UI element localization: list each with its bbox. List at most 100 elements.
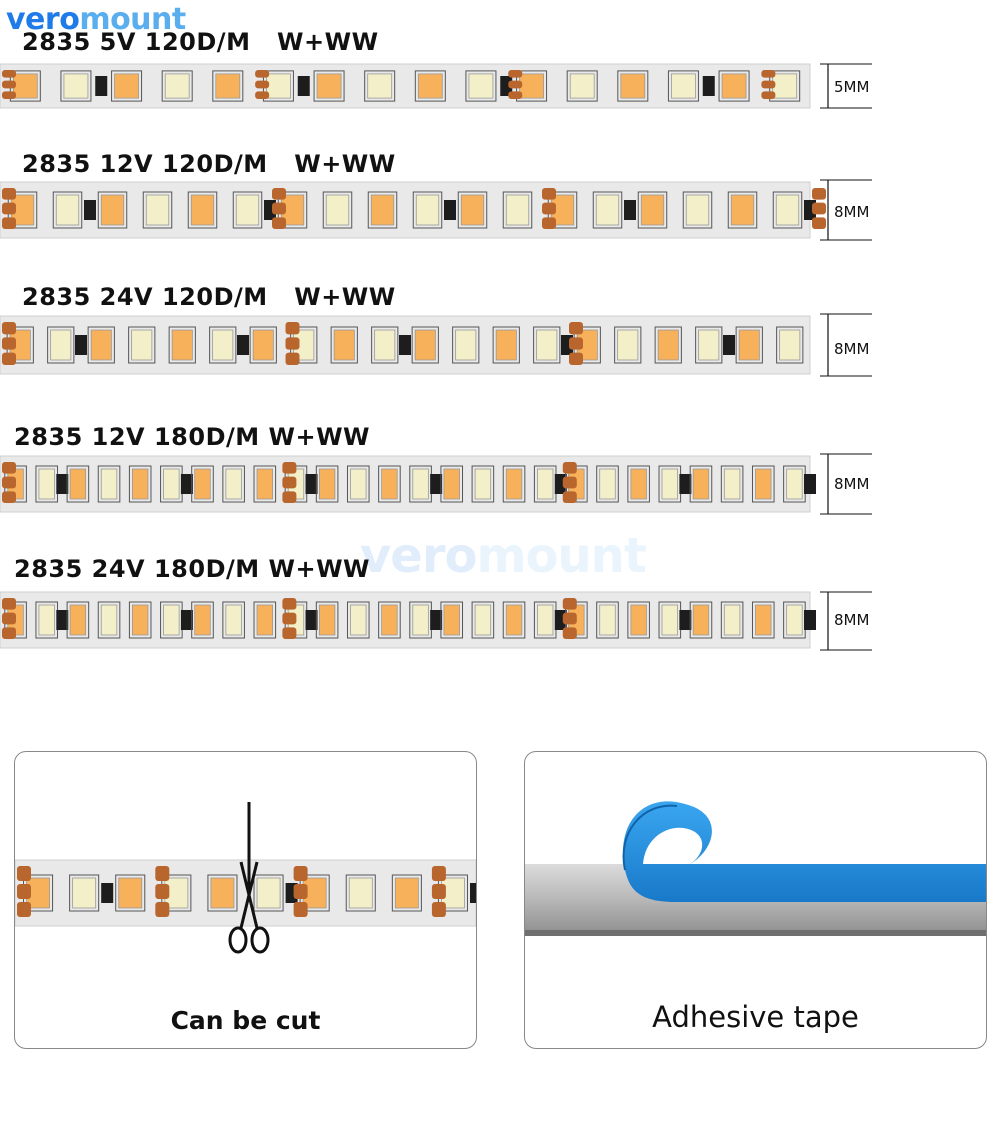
warm-led — [194, 604, 211, 636]
warm-led — [318, 468, 336, 500]
copper-pad — [562, 491, 577, 503]
led-outline — [367, 191, 398, 229]
cut-caption: Can be cut — [170, 1006, 321, 1035]
warm-led — [630, 604, 647, 636]
warm-led — [443, 604, 460, 636]
led-outline — [187, 191, 218, 229]
resistor — [180, 610, 193, 630]
led-outline — [128, 601, 152, 639]
led-outline — [191, 465, 214, 503]
led-outline — [115, 874, 146, 912]
resistor — [305, 474, 318, 494]
resistor — [84, 200, 96, 220]
led-outline — [440, 601, 464, 639]
cut-strip-illustration — [15, 802, 476, 954]
resistor — [723, 335, 735, 355]
white-led — [50, 329, 72, 361]
warm-led — [755, 468, 772, 500]
white-led — [599, 604, 616, 636]
led-outline — [596, 601, 619, 639]
warm-led — [620, 73, 646, 99]
led-outline — [654, 326, 682, 364]
led-outline — [667, 70, 699, 102]
led-outline — [142, 191, 173, 229]
led-outline — [735, 326, 763, 364]
copper-pad — [508, 80, 523, 89]
copper-pad — [2, 612, 16, 625]
led-outline — [471, 601, 495, 639]
white-led — [374, 329, 396, 361]
resistor — [56, 610, 69, 630]
resistor — [679, 610, 692, 630]
copper-pad — [2, 476, 16, 489]
led-outline — [689, 465, 713, 503]
adhesive-tape-illustration — [525, 801, 986, 936]
copper-pad — [272, 217, 286, 229]
led-outline — [249, 326, 277, 364]
led-outline — [60, 70, 92, 102]
led-outline — [452, 326, 480, 364]
warm-led — [505, 468, 523, 500]
led-outline — [97, 601, 121, 639]
resistor — [237, 335, 249, 355]
led-outline — [533, 326, 561, 364]
led-outline — [128, 326, 156, 364]
warm-led — [417, 73, 443, 99]
led-outline — [66, 601, 90, 639]
white-led — [537, 604, 554, 636]
white-led — [325, 194, 350, 226]
copper-pad — [2, 352, 16, 365]
led-outline — [378, 465, 401, 503]
white-led — [786, 468, 803, 500]
warm-led — [381, 468, 398, 500]
copper-pad — [431, 884, 446, 899]
copper-pad — [282, 598, 297, 610]
white-led — [468, 73, 494, 99]
led-outline — [627, 465, 650, 503]
white-led — [163, 604, 180, 636]
white-led — [212, 329, 234, 361]
copper-pad — [282, 627, 297, 639]
warm-led — [132, 604, 149, 636]
warm-led — [100, 194, 125, 226]
resistor — [305, 610, 318, 630]
white-led — [723, 468, 741, 500]
copper-pad — [508, 70, 523, 78]
warm-led — [69, 604, 87, 636]
strip-title-4: 2835 12V 180D/M W+WW — [14, 423, 371, 451]
copper-pad — [155, 902, 170, 917]
warm-led — [381, 604, 398, 636]
white-led — [569, 73, 595, 99]
copper-pad — [272, 202, 286, 215]
copper-pad — [562, 476, 577, 489]
resistor — [804, 610, 816, 630]
warm-led — [738, 329, 760, 361]
led-outline — [364, 70, 396, 102]
white-led — [55, 194, 80, 226]
copper-pad — [2, 188, 16, 200]
warm-led — [316, 73, 342, 99]
led-outline — [66, 465, 90, 503]
white-led — [505, 194, 530, 226]
resistor — [180, 474, 193, 494]
resistor — [804, 474, 816, 494]
white-led — [415, 194, 440, 226]
scissor-handle — [250, 926, 270, 954]
copper-pad — [2, 202, 16, 215]
white-led — [775, 194, 800, 226]
led-outline — [637, 191, 668, 229]
tape-panel: Adhesive tape — [524, 751, 987, 1049]
led-outline — [322, 191, 353, 229]
copper-pad — [812, 202, 826, 215]
strip-width-label-5: 8MM — [834, 611, 870, 629]
white-led — [38, 604, 55, 636]
led-outline — [411, 326, 439, 364]
white-led — [661, 604, 678, 636]
warm-led — [171, 329, 193, 361]
copper-pad — [542, 217, 556, 229]
strip-width-label-3: 8MM — [834, 340, 870, 358]
led-strip-5 — [0, 591, 872, 651]
copper-pad — [285, 322, 300, 335]
warm-led — [394, 877, 419, 909]
warm-led — [657, 329, 679, 361]
